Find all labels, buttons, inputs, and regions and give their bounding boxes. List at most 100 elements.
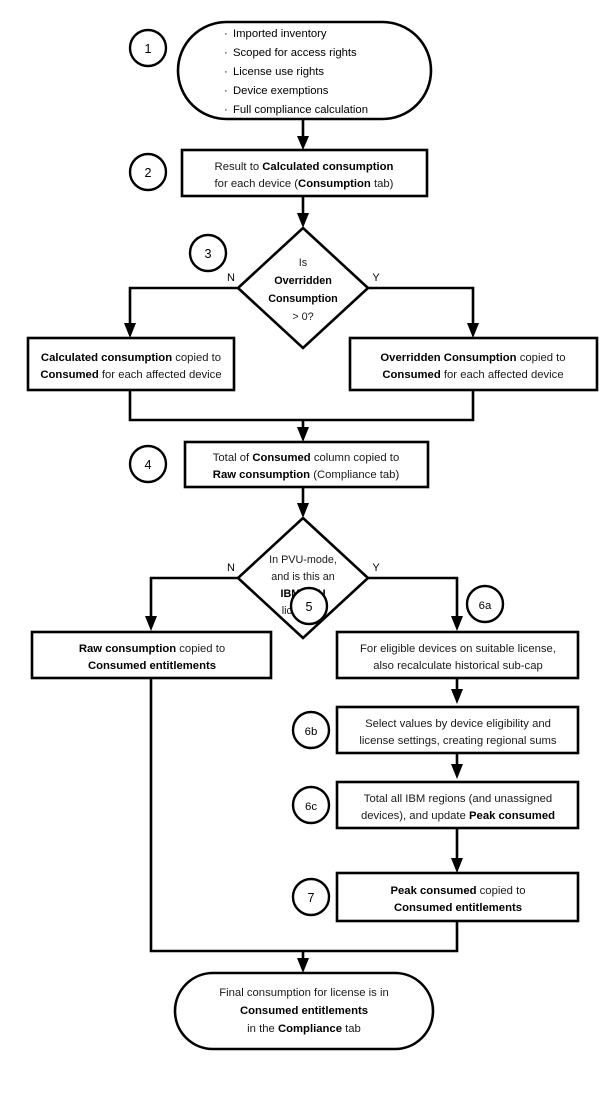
start-bullet-2: Scoped for access rights bbox=[233, 47, 357, 59]
step2-line-2: for each device (Consumption tab) bbox=[215, 178, 394, 190]
step-badge-2: 2 bbox=[128, 152, 168, 192]
arrowhead-step2-to-decision3 bbox=[297, 213, 309, 228]
arrowhead-decision5-no bbox=[145, 616, 157, 631]
end-line-3: in the Compliance tab bbox=[247, 1023, 361, 1035]
decision3-line-3: Consumption bbox=[268, 293, 338, 305]
arrowhead-6a-to-6b bbox=[451, 689, 463, 704]
step5-box-shape bbox=[30, 630, 273, 680]
step-badge-3: 3 bbox=[188, 233, 228, 273]
node-step7[interactable]: Peak consumed copied to Consumed entitle… bbox=[335, 871, 580, 923]
step4-box-shape bbox=[183, 440, 430, 489]
step-badge-6a: 6a bbox=[465, 584, 505, 624]
step-badge-7-label: 7 bbox=[307, 891, 314, 905]
decision-pvu-yes-label: Y bbox=[372, 562, 380, 574]
decision-pvu-line-2: and is this an bbox=[271, 571, 335, 583]
step6a-line-2: also recalculate historical sub-cap bbox=[373, 660, 543, 672]
calculated-consumption-box-shape bbox=[26, 336, 236, 392]
decision-pvu-diamond-shape bbox=[236, 516, 370, 640]
decision3-yes-label: Y bbox=[372, 272, 380, 284]
step-badge-6c-label: 6c bbox=[305, 801, 317, 813]
step7-line-2: Consumed entitlements bbox=[394, 902, 522, 914]
step7-line-1: Peak consumed copied to bbox=[390, 885, 525, 897]
step2-box-shape bbox=[180, 148, 429, 198]
step-badge-3-label: 3 bbox=[204, 247, 211, 261]
step-badge-6b-label: 6b bbox=[305, 726, 318, 738]
node-start[interactable]: Imported inventory Scoped for access rig… bbox=[176, 20, 433, 121]
step-badge-7: 7 bbox=[291, 877, 331, 917]
step-badge-6b-circle bbox=[291, 710, 331, 750]
decision-pvu-no-label: N bbox=[227, 562, 235, 574]
node-decision3[interactable]: Is Overridden Consumption > 0? bbox=[236, 226, 370, 350]
step-badge-5: 5 bbox=[289, 586, 329, 626]
step6c-line-1: Total all IBM regions (and unassigned bbox=[364, 793, 552, 805]
step6c-line-2: devices), and update Peak consumed bbox=[361, 810, 555, 822]
arrowhead-decision3-no bbox=[124, 323, 136, 338]
step6b-line-2: license settings, creating regional sums bbox=[359, 735, 557, 747]
step6b-line-1: Select values by device eligibility and bbox=[365, 718, 551, 730]
step4-line-1: Total of Consumed column copied to bbox=[213, 452, 399, 464]
node-step6c[interactable]: Total all IBM regions (and unassigned de… bbox=[335, 780, 580, 830]
step-badge-4: 4 bbox=[128, 444, 168, 484]
arrowhead-decision3-yes bbox=[467, 323, 479, 338]
arrowhead-6c-to-7 bbox=[451, 858, 463, 873]
step-badge-6c-circle bbox=[291, 785, 331, 825]
edge-decision5-yes bbox=[368, 576, 459, 620]
step-badge-3-circle bbox=[188, 233, 228, 273]
start-bullet-1: Imported inventory bbox=[233, 28, 327, 40]
edge-decision3-no bbox=[128, 286, 238, 328]
step-badge-5-circle bbox=[289, 586, 329, 626]
node-step2[interactable]: Result to Calculated consumption for eac… bbox=[180, 148, 429, 198]
step6b-box-shape bbox=[335, 705, 580, 755]
step-badge-2-label: 2 bbox=[144, 166, 151, 180]
step-badge-4-label: 4 bbox=[144, 458, 151, 472]
edge-decision3-yes bbox=[368, 286, 475, 328]
step-badge-1-circle bbox=[128, 28, 168, 68]
arrowhead-step4-to-decision5 bbox=[297, 503, 309, 518]
decision3-no-label: N bbox=[227, 272, 235, 284]
overridden-consumption-line-2: Consumed for each affected device bbox=[382, 369, 563, 381]
step5-line-2: Consumed entitlements bbox=[88, 660, 216, 672]
node-calculated-consumption-box[interactable]: Calculated consumption copied to Consume… bbox=[26, 336, 236, 392]
step5-line-1: Raw consumption copied to bbox=[79, 643, 225, 655]
edge-decision5-no bbox=[149, 576, 238, 620]
step2-line-1: Result to Calculated consumption bbox=[215, 161, 394, 173]
step7-box-shape bbox=[335, 871, 580, 923]
step6c-box-shape bbox=[335, 780, 580, 830]
arrowhead-decision5-yes bbox=[451, 616, 463, 631]
start-bullet-glyphs: · · · · · bbox=[224, 28, 228, 116]
bullet-dot-icon: · bbox=[224, 85, 228, 97]
step6a-box-shape bbox=[335, 630, 580, 680]
bullet-dot-icon: · bbox=[224, 66, 228, 78]
step-badge-6b: 6b bbox=[291, 710, 331, 750]
node-step4[interactable]: Total of Consumed column copied to Raw c… bbox=[183, 440, 430, 489]
overridden-consumption-box-shape bbox=[348, 336, 599, 392]
node-step6a[interactable]: For eligible devices on suitable license… bbox=[335, 630, 580, 680]
step-badge-6a-circle bbox=[465, 584, 505, 624]
arrowhead-start-to-step2 bbox=[297, 136, 309, 150]
arrowhead-6b-to-6c bbox=[451, 764, 463, 779]
edge-merge-to-step4 bbox=[128, 390, 475, 422]
connectors bbox=[124, 119, 479, 973]
bullet-dot-icon: · bbox=[224, 104, 228, 116]
start-stadium-shape bbox=[176, 20, 433, 121]
step-badge-7-circle bbox=[291, 877, 331, 917]
start-bullet-list: Imported inventory Scoped for access rig… bbox=[233, 28, 368, 116]
bullet-dot-icon: · bbox=[224, 47, 228, 59]
decision3-line-1: Is bbox=[299, 257, 308, 269]
step-badge-1: 1 bbox=[128, 28, 168, 68]
node-overridden-consumption-box[interactable]: Overridden Consumption copied to Consume… bbox=[348, 336, 599, 392]
node-end[interactable]: Final consumption for license is in Cons… bbox=[173, 971, 435, 1051]
bullet-dot-icon: · bbox=[224, 28, 228, 40]
calculated-consumption-line-2: Consumed for each affected device bbox=[40, 369, 221, 381]
node-step6b[interactable]: Select values by device eligibility and … bbox=[335, 705, 580, 755]
start-bullet-3: License use rights bbox=[233, 66, 324, 78]
step-badge-5-label: 5 bbox=[305, 600, 312, 614]
end-stadium-shape bbox=[173, 971, 435, 1051]
decision-pvu-line-1: In PVU-mode, bbox=[269, 554, 337, 566]
step-badge-1-label: 1 bbox=[144, 42, 151, 56]
node-step5[interactable]: Raw consumption copied to Consumed entit… bbox=[30, 630, 273, 680]
step-badge-4-circle bbox=[128, 444, 168, 484]
arrowhead-final-to-end bbox=[297, 958, 309, 973]
step-badge-6a-label: 6a bbox=[479, 600, 492, 612]
